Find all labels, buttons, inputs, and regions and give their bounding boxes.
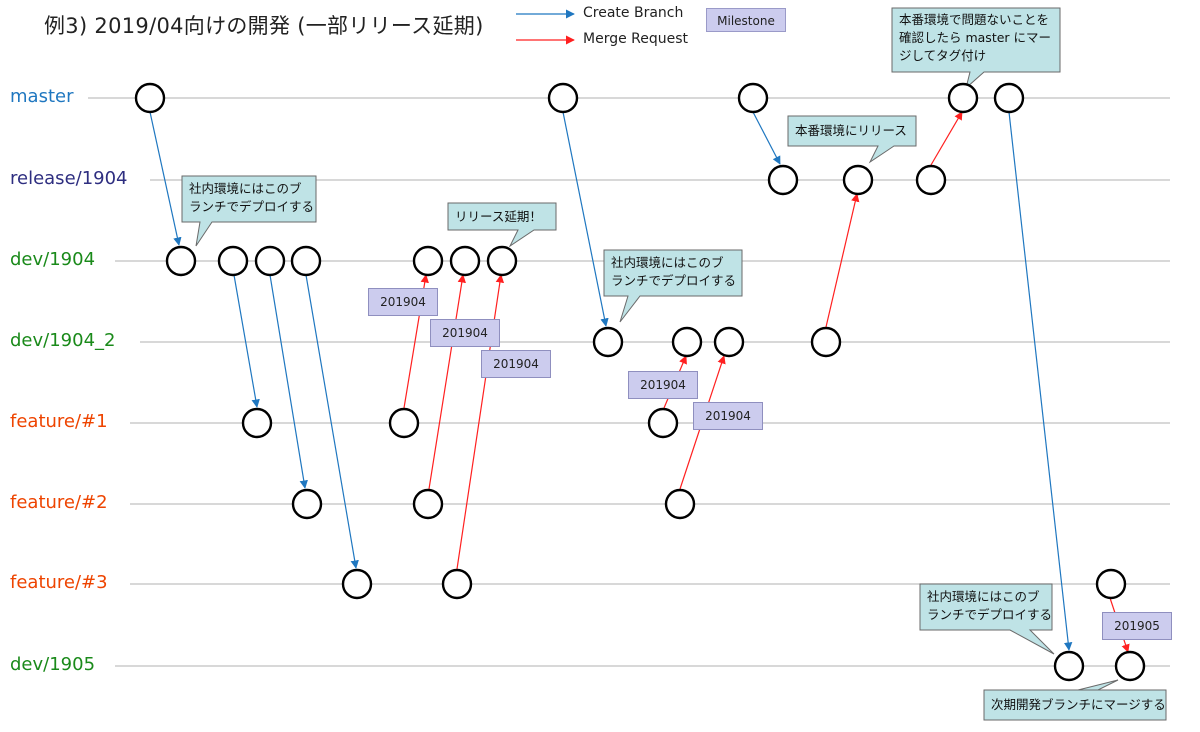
callout-shape-c2 [447, 202, 557, 248]
callout-line: 社内環境にはこのブ [927, 589, 1040, 604]
branch-arrow-dev1904-to-feature2 [269, 274, 308, 489]
commit-node [713, 326, 745, 358]
callout-dev1905-deploy: 社内環境にはこのブ ランチでデプロイする [920, 584, 1052, 630]
milestone-tag: 201905 [1102, 612, 1172, 640]
milestone-tag: 201904 [481, 350, 551, 378]
callout-shape-c7 [983, 679, 1167, 721]
commit-node [291, 488, 323, 520]
commit-node [842, 164, 874, 196]
merge-arrow-dev1904-2-to-release [825, 193, 860, 328]
callout-line: 社内環境にはこのブ [611, 255, 724, 270]
callout-line: 本番環境にリリース [795, 123, 907, 138]
commit-node [134, 82, 166, 114]
lane-label-release: release/1904 [10, 168, 128, 189]
callout-production-release: 本番環境にリリース [788, 116, 916, 146]
commit-node [254, 245, 286, 277]
commit-node [664, 488, 696, 520]
commit-node [1095, 568, 1127, 600]
milestone-tag: 201904 [693, 402, 763, 430]
lane-label-feature-3: feature/#3 [10, 572, 108, 593]
commit-node [547, 82, 579, 114]
lane-label-feature-1: feature/#1 [10, 411, 108, 432]
lane-label-dev1904: dev/1904 [10, 249, 96, 270]
callout-line: 確認したら master にマー [899, 30, 1052, 46]
lane-label-master: master [10, 86, 74, 107]
legend-merge-request-label: Merge Request [583, 31, 689, 47]
callout-shape-c6 [919, 583, 1055, 655]
callout-shape-c5 [891, 7, 1061, 90]
callout-next-dev-merge: 次期開発ブランチにマージする [984, 690, 1166, 720]
commit-node [341, 568, 373, 600]
milestone-tag: 201904 [628, 371, 698, 399]
callout-release-delay: リリース延期！ [448, 203, 556, 230]
commit-node [412, 245, 444, 277]
merge-arrow-feature2-to-dev1904 [428, 274, 466, 490]
commit-node [449, 245, 481, 277]
commit-node [412, 488, 444, 520]
milestone-tag: 201904 [368, 288, 438, 316]
commit-node [993, 82, 1025, 114]
merge-arrow-release-to-master [930, 111, 963, 166]
commit-node [647, 407, 679, 439]
callout-shape-c3 [603, 249, 743, 323]
commit-node [1114, 650, 1146, 682]
callout-line: ランチでデプロイする [189, 199, 315, 215]
callout-line: 次期開発ブランチにマージする [991, 697, 1166, 712]
callout-line: リリース延期！ [455, 209, 542, 224]
commit-node [1053, 650, 1085, 682]
legend-create-branch-label: Create Branch [583, 5, 684, 21]
callout-dev1904-deploy: 社内環境にはこのブ ランチでデプロイする [182, 176, 316, 222]
branch-arrow-dev1904-to-feature1 [233, 274, 260, 408]
lane-label-dev1905: dev/1905 [10, 654, 96, 675]
commit-node [592, 326, 624, 358]
callout-merge-master-tag: 本番環境で問題ないことを 確認したら master にマー ジしてタグ付け [892, 8, 1060, 72]
callout-line: ランチでデプロイする [611, 273, 737, 289]
milestone-tag: 201904 [430, 319, 500, 347]
callout-line: 本番環境で問題ないことを [899, 12, 1050, 27]
commit-node [915, 164, 947, 196]
callout-line: 社内環境にはこのブ [189, 181, 302, 196]
callout-shape-c4 [787, 115, 917, 164]
callout-line: ジしてタグ付け [899, 48, 987, 64]
branch-arrow-master-to-release [752, 111, 781, 165]
commit-node [671, 326, 703, 358]
branch-arrow-master-to-dev1904 [149, 111, 182, 246]
branch-arrow-master-to-dev1904-2 [562, 111, 609, 327]
commit-node [737, 82, 769, 114]
branch-arrow-dev1904-to-feature3 [305, 274, 359, 569]
commit-node [165, 245, 197, 277]
commit-node [241, 407, 273, 439]
commit-node [217, 245, 249, 277]
lane-label-dev1904-2: dev/1904_2 [10, 330, 116, 351]
commit-node [767, 164, 799, 196]
commit-node [388, 407, 420, 439]
callout-line: ランチでデプロイする [927, 607, 1053, 623]
callout-shape-c1 [181, 175, 317, 247]
commit-node [290, 245, 322, 277]
commit-node [947, 82, 979, 114]
commit-node [441, 568, 473, 600]
page-title: 例3) 2019/04向けの開発 (一部リリース延期) [44, 14, 484, 38]
callout-dev1904-2-deploy: 社内環境にはこのブ ランチでデプロイする [604, 250, 742, 296]
branch-arrow-master-to-dev1905 [1008, 111, 1073, 651]
commit-node [810, 326, 842, 358]
lane-label-feature-2: feature/#2 [10, 492, 108, 513]
legend-milestone-badge: Milestone [706, 8, 786, 32]
commit-node [486, 245, 518, 277]
